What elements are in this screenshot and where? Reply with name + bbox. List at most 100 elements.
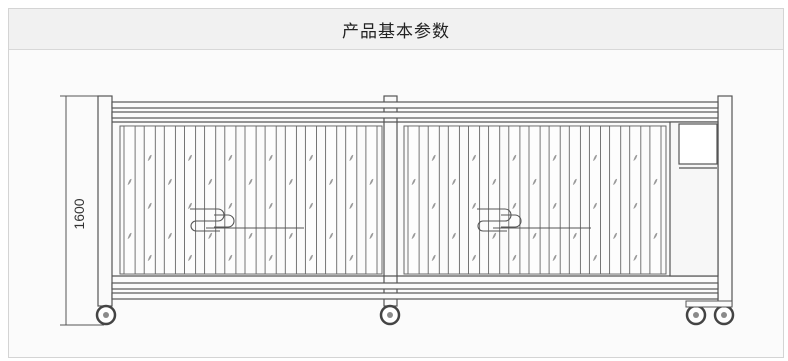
gate-bar [224,125,237,275]
leaf-ornament [593,154,597,161]
leaf-ornament [472,254,476,261]
leaf-ornament [188,254,192,261]
gate-bar [407,125,420,275]
leaf-ornament [208,232,213,239]
leaf-ornament [127,232,132,239]
gate-bar [365,125,378,275]
wheel-right-2 [713,304,735,326]
gate-bar [264,125,277,275]
leaf-ornament [552,154,557,161]
leaf-ornament [492,178,497,185]
gate-bar [163,125,176,275]
leaf-ornament [593,254,597,261]
leaf-ornament [228,154,233,161]
leaf-ornament [451,178,456,185]
leaf-ornament [653,178,658,185]
gate-bar [123,125,136,275]
leaf-ornament [188,202,192,209]
leaf-ornament [349,202,354,209]
wheel-left [95,304,117,326]
leaf-ornament [248,178,253,185]
leaf-ornament [309,254,313,261]
gate-bar [304,125,317,275]
leaf-ornament [532,178,537,185]
gate-bar [284,125,297,275]
leaf-ornament [268,202,273,209]
leaf-ornament [572,178,577,185]
leaf-ornament [532,232,537,239]
right-gate-leaf [403,125,667,275]
leaf-ornament [411,178,416,185]
emblem-right [477,208,591,232]
motor-box [669,121,719,277]
leaf-ornament [472,202,476,209]
leaf-ornament [147,202,152,209]
leaf-ornament [653,232,658,239]
leaf-ornament [593,202,597,209]
top-rails [111,101,719,123]
leaf-ornament [451,232,456,239]
emblem-left [190,208,304,232]
gate-bar [609,125,622,275]
leaf-ornament [633,154,638,161]
leaf-ornament [492,232,497,239]
leaf-ornament [228,254,233,261]
wheel-middle [379,304,401,326]
gate-bar [143,125,156,275]
gate-bar [508,125,521,275]
leaf-ornament [248,232,253,239]
leaf-ornament [167,178,172,185]
gate-bar [204,125,217,275]
leaf-ornament [288,232,293,239]
wheel-bracket [685,300,733,308]
leaf-ornament [572,232,577,239]
gate-bar [568,125,581,275]
gate-bar [649,125,662,275]
leaf-ornament [329,178,334,185]
gate-bar [325,125,338,275]
leaf-ornament [228,202,233,209]
leaf-ornament [552,202,557,209]
bottom-rails [111,275,719,300]
gate-bar [528,125,541,275]
height-dimension [60,95,104,326]
gate-bar [588,125,601,275]
leaf-ornament [329,232,334,239]
gate-bar [548,125,561,275]
leaf-ornament [147,254,152,261]
gate-bar [488,125,501,275]
left-gate-leaf [119,125,383,275]
leaf-ornament [411,232,416,239]
leaf-ornament [613,232,618,239]
leaf-ornament [431,254,436,261]
gate-bar [345,125,358,275]
middle-post [383,95,398,307]
height-dimension-label: 1600 [71,198,87,229]
leaf-ornament [431,202,436,209]
leaf-ornament [127,178,132,185]
leaf-ornament [512,202,517,209]
leaf-ornament [349,254,354,261]
leaf-ornament [633,202,638,209]
leaf-ornament [188,154,192,161]
leaf-ornament [552,254,557,261]
leaf-ornament [512,254,517,261]
gate-bar [468,125,481,275]
leaf-ornament [309,154,313,161]
leaf-ornament [613,178,618,185]
leaf-ornament [167,232,172,239]
leaf-ornament [512,154,517,161]
left-post [97,95,113,307]
gate-bar [427,125,440,275]
leaf-ornament [268,254,273,261]
gate-bar [447,125,460,275]
leaf-ornament [349,154,354,161]
gate-bar [244,125,257,275]
leaf-ornament [369,232,374,239]
leaf-ornament [309,202,313,209]
leaf-ornament [431,154,436,161]
leaf-ornament [369,178,374,185]
leaf-ornament [288,178,293,185]
leaf-ornament [147,154,152,161]
